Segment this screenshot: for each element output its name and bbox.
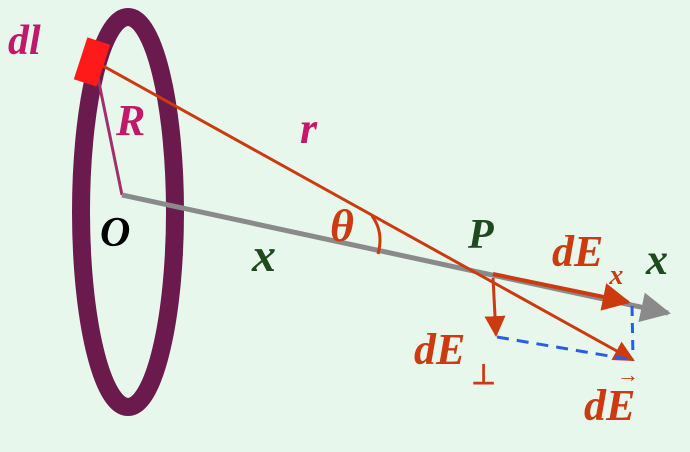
label-x-mid: x [251,229,276,282]
label-dE: dE [584,381,635,430]
charged-ring [72,8,184,416]
label-r: r [300,104,318,153]
label-O: O [100,210,130,256]
dashed-bottom [496,335,634,362]
dEperp-vector [484,277,506,338]
label-dl: dl [8,18,41,64]
r-line [95,60,635,362]
label-x-end: x [645,235,668,284]
label-dEx-sub: x [608,260,623,291]
label-dE-arrow: → [617,362,639,387]
dEx-vector [492,272,631,311]
label-R: R [115,96,145,145]
label-dEperp: dE⊥ [414,325,496,391]
charge-element [73,37,111,87]
label-theta: θ [330,200,354,251]
dashed-right [630,305,635,358]
label-P: P [467,212,494,258]
radius-line [94,67,124,196]
theta-arc [370,215,382,255]
label-dEperp-sub: ⊥ [471,360,495,391]
